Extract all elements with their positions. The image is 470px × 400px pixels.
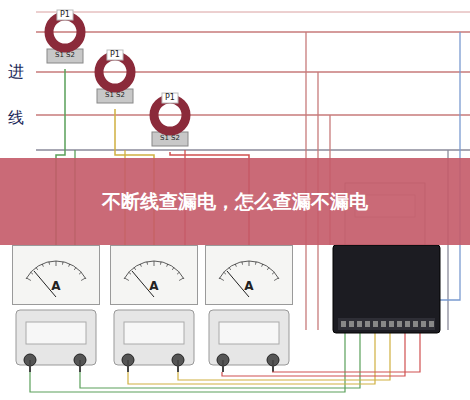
unit-label: A <box>244 279 253 293</box>
unit-label: A <box>149 279 158 293</box>
ammeter: A <box>12 245 100 305</box>
terminal-label: P1 <box>165 93 175 102</box>
terminal-label: S1 S2 <box>105 91 125 99</box>
current-transformer: P1 S1 S2 <box>90 47 140 109</box>
banner: 不断线查漏电，怎么查漏不漏电 <box>0 158 470 245</box>
unit-label: A <box>51 279 60 293</box>
meter-face <box>205 245 293 305</box>
terminal-label: P1 <box>60 10 70 19</box>
terminal-label: S1 S2 <box>160 134 180 142</box>
meter-face <box>12 245 100 305</box>
current-transformer: P1 S1 S2 <box>40 7 90 69</box>
terminal-label: P1 <box>110 50 120 59</box>
meter-face <box>110 245 198 305</box>
current-transformer: P1 S1 S2 <box>145 90 195 152</box>
terminal-label: S1 S2 <box>55 51 75 59</box>
incoming-line-label: 进线 <box>8 49 24 141</box>
ammeter: A <box>110 245 198 305</box>
title: 不断线查漏电，怎么查漏不漏电 <box>102 189 368 215</box>
ammeter: A <box>205 245 293 305</box>
